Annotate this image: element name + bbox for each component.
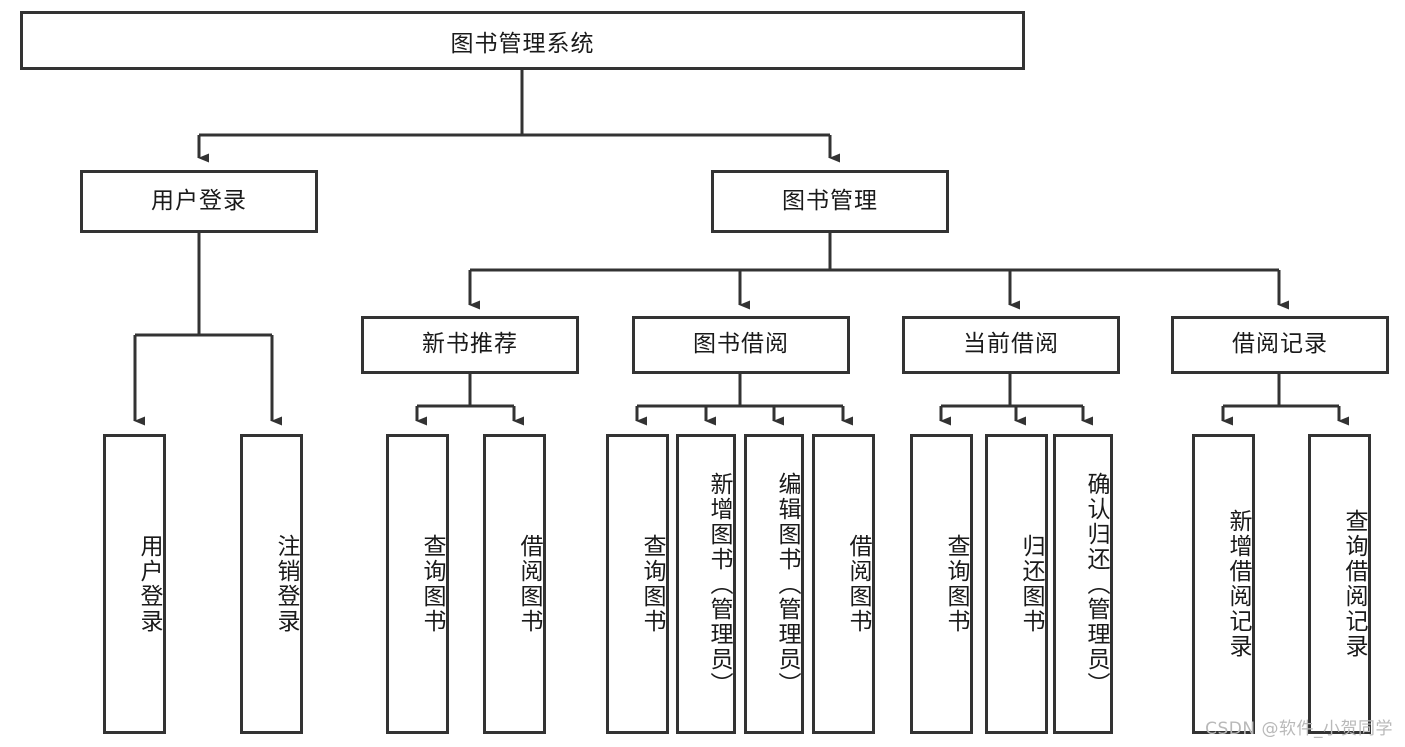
leaf-cur-return-book-label: 归还图书: [1018, 534, 1044, 634]
node-book-manage-label: 图书管理: [782, 187, 878, 214]
leaf-borrow-edit-book[interactable]: 编辑图书（管理员）: [744, 434, 804, 734]
leaf-rec-borrow-book-label: 借阅图书: [516, 534, 542, 634]
node-book-borrow-label: 图书借阅: [693, 331, 789, 358]
leaf-cur-confirm-return-label: 确认归还（管理员）: [1083, 471, 1109, 697]
leaf-user-logout-label: 注销登录: [273, 534, 299, 634]
node-current-borrow[interactable]: 当前借阅: [902, 316, 1120, 374]
leaf-user-logout[interactable]: 注销登录: [240, 434, 303, 734]
leaf-borrow-add-book-label: 新增图书（管理员）: [706, 471, 732, 697]
node-new-book-rec[interactable]: 新书推荐: [361, 316, 579, 374]
leaf-borrow-query-book[interactable]: 查询图书: [606, 434, 669, 734]
leaf-rec-query-record[interactable]: 查询借阅记录: [1308, 434, 1371, 734]
node-borrow-record-label: 借阅记录: [1232, 331, 1328, 358]
node-book-borrow[interactable]: 图书借阅: [632, 316, 850, 374]
leaf-rec-query-book-label: 查询图书: [419, 534, 445, 634]
node-new-book-rec-label: 新书推荐: [422, 331, 518, 358]
node-root-system[interactable]: 图书管理系统: [20, 11, 1025, 70]
leaf-borrow-edit-book-label: 编辑图书（管理员）: [774, 471, 800, 697]
leaf-rec-add-record-label: 新增借阅记录: [1225, 509, 1251, 659]
leaf-borrow-add-book[interactable]: 新增图书（管理员）: [676, 434, 736, 734]
node-root-label: 图书管理系统: [450, 30, 595, 57]
leaf-cur-confirm-return[interactable]: 确认归还（管理员）: [1053, 434, 1113, 734]
leaf-rec-add-record[interactable]: 新增借阅记录: [1192, 434, 1255, 734]
leaf-borrow-borrow-book[interactable]: 借阅图书: [812, 434, 875, 734]
leaf-cur-query-book[interactable]: 查询图书: [910, 434, 973, 734]
leaf-borrow-query-book-label: 查询图书: [639, 534, 665, 634]
leaf-rec-query-book[interactable]: 查询图书: [386, 434, 449, 734]
leaf-cur-query-book-label: 查询图书: [943, 534, 969, 634]
leaf-user-login-label: 用户登录: [136, 534, 162, 634]
watermark: CSDN @软件_小贺同学: [1205, 719, 1393, 739]
node-current-borrow-label: 当前借阅: [963, 331, 1059, 358]
node-book-manage[interactable]: 图书管理: [711, 170, 949, 233]
leaf-rec-query-record-label: 查询借阅记录: [1341, 509, 1367, 659]
node-user-login[interactable]: 用户登录: [80, 170, 318, 233]
node-user-login-label: 用户登录: [151, 187, 247, 214]
leaf-user-login[interactable]: 用户登录: [103, 434, 166, 734]
leaf-rec-borrow-book[interactable]: 借阅图书: [483, 434, 546, 734]
leaf-cur-return-book[interactable]: 归还图书: [985, 434, 1048, 734]
node-borrow-record[interactable]: 借阅记录: [1171, 316, 1389, 374]
leaf-borrow-borrow-book-label: 借阅图书: [845, 534, 871, 634]
